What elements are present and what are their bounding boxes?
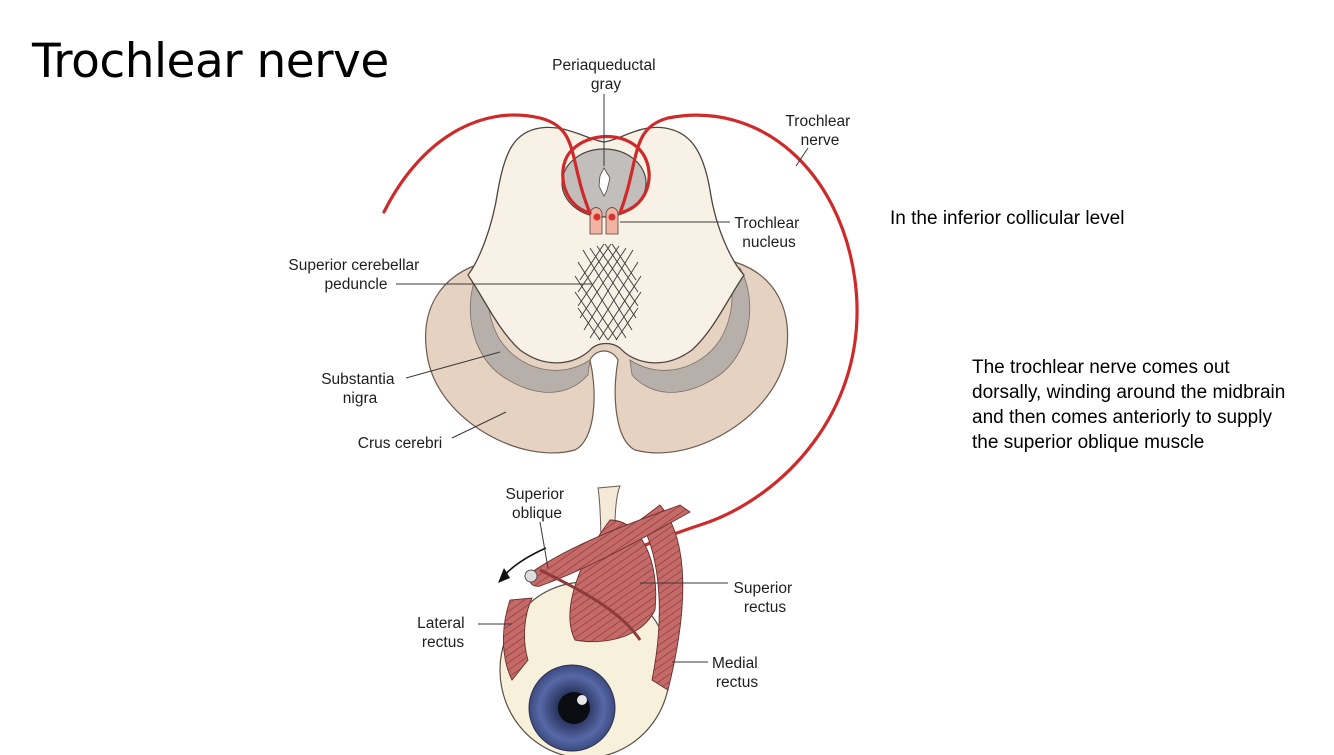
midbrain-section (425, 126, 789, 454)
label-trochlear-nucleus: Trochlear nucleus (734, 215, 803, 251)
label-periaqueductal-gray: Periaqueductal gray (552, 57, 660, 93)
label-medial-rectus: Medial rectus (712, 655, 762, 691)
cerebral-aqueduct (598, 167, 611, 197)
trochlea-pulley (524, 569, 538, 583)
slide-title: Trochlear nerve (32, 34, 389, 89)
trochlear-nerve-path (382, 113, 859, 572)
label-trochlear-nerve: Trochlear nerve (785, 113, 854, 149)
superior-cerebellar-decussation (574, 243, 642, 341)
substantia-nigra-region (469, 267, 591, 393)
trochlear-nucleus-left (589, 207, 603, 235)
leader-lines (396, 94, 809, 663)
label-superior-rectus: Superior rectus (734, 580, 797, 616)
trochlear-nucleus-right (605, 207, 619, 235)
medial-rectus-muscle (639, 504, 684, 691)
note-inferior-collicular-level: In the inferior collicular level (890, 208, 1125, 229)
note-nerve-course: The trochlear nerve comes out dorsally, … (972, 357, 1286, 453)
label-substantia-nigra: Substantia nigra (321, 371, 399, 407)
label-superior-oblique: Superior oblique (506, 486, 569, 522)
superior-oblique-muscle (529, 504, 691, 587)
eye-and-muscles (498, 485, 691, 755)
lateral-rectus-muscle (503, 597, 533, 681)
label-lateral-rectus: Lateral rectus (417, 615, 469, 651)
label-superior-cerebellar-peduncle: Superior cerebellar peduncle (288, 257, 423, 293)
label-crus-cerebri: Crus cerebri (358, 435, 442, 452)
